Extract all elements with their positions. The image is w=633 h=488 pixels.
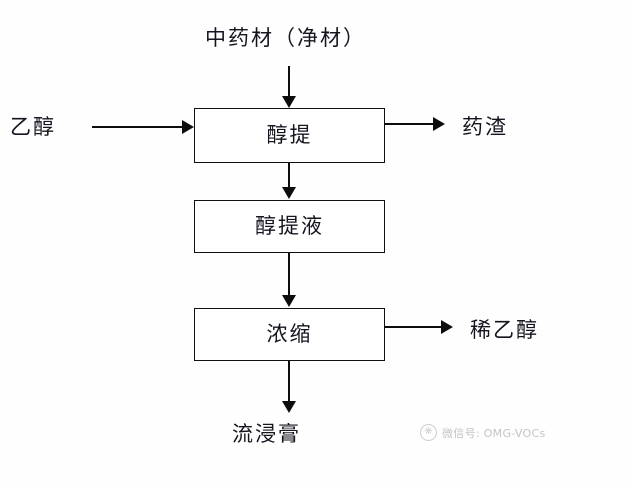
output-label-dilute-ethanol: 稀乙醇 xyxy=(470,318,539,342)
edge-concentration-to-fluid-extract-line xyxy=(288,361,291,403)
edge-raw-material-to-extraction-line xyxy=(288,66,291,98)
edge-ethanol-to-extraction-arrowhead xyxy=(182,120,194,134)
edge-extraction-to-residue-arrowhead xyxy=(433,117,445,131)
wechat-badge-icon: ❋ xyxy=(420,424,437,441)
edge-extraction-to-residue-line xyxy=(385,123,435,126)
edge-raw-material-to-extraction-arrowhead xyxy=(282,96,296,108)
edge-extraction-to-extract-liquid-arrowhead xyxy=(282,187,296,199)
watermark-text: 微信号: OMG-VOCs xyxy=(442,426,546,440)
watermark: ❋ 微信号: OMG-VOCs xyxy=(420,424,546,441)
output-label-herb-residue: 药渣 xyxy=(462,115,508,139)
process-node-concentration: 浓缩 xyxy=(194,308,385,361)
process-node-alcohol-extraction-label: 醇提 xyxy=(266,123,313,147)
process-node-alcohol-extraction: 醇提 xyxy=(194,108,385,163)
edge-concentration-to-dilute-ethanol-arrowhead xyxy=(441,320,453,334)
edge-extract-liquid-to-concentration-line xyxy=(288,253,291,296)
edge-concentration-to-fluid-extract-arrowhead xyxy=(282,401,296,413)
process-node-alcohol-extract-liquid-label: 醇提液 xyxy=(255,214,324,238)
output-label-fluid-extract: 流浸膏 xyxy=(232,422,301,446)
process-node-alcohol-extract-liquid: 醇提液 xyxy=(194,200,385,253)
edge-concentration-to-dilute-ethanol-line xyxy=(385,326,443,329)
edge-extraction-to-extract-liquid-line xyxy=(288,163,291,189)
edge-extract-liquid-to-concentration-arrowhead xyxy=(282,295,296,307)
edge-ethanol-to-extraction-line xyxy=(92,126,184,129)
input-label-ethanol: 乙醇 xyxy=(10,115,56,139)
process-node-concentration-label: 浓缩 xyxy=(266,322,313,346)
input-label-raw-material: 中药材（净材） xyxy=(205,26,366,50)
